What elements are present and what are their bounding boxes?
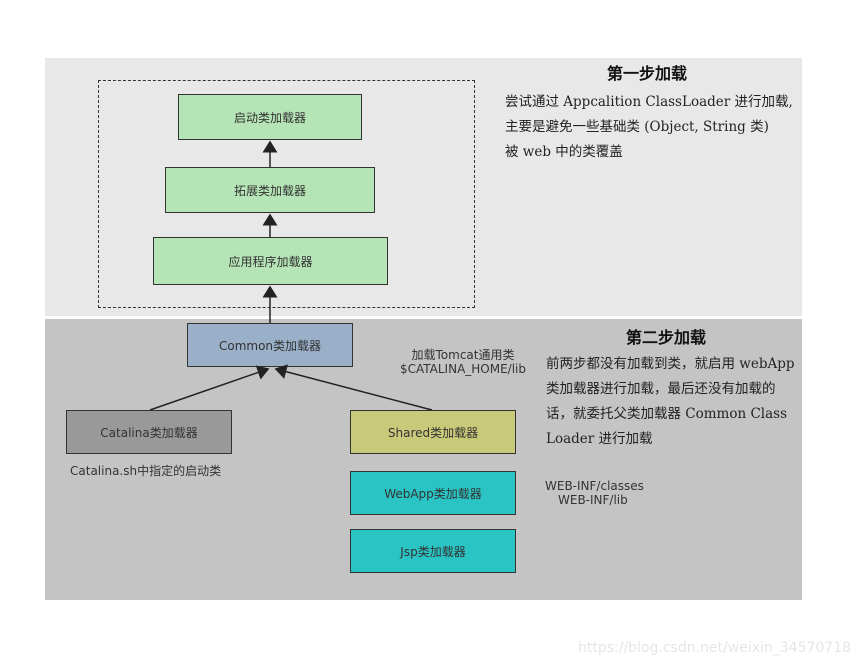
- step2-title: 第二步加载: [626, 328, 707, 347]
- common-note-line1: 加载Tomcat通用类: [411, 348, 515, 362]
- webapp-note-line1: WEB-INF/classes: [545, 479, 644, 493]
- webapp-note: WEB-INF/classes WEB-INF/lib: [545, 479, 644, 507]
- common-note: 加载Tomcat通用类 $CATALINA_HOME/lib: [393, 348, 533, 376]
- common-label: Common类加载器: [218, 338, 322, 353]
- webapp-note-line2: WEB-INF/lib: [558, 493, 628, 507]
- webapp-classloader-box: WebApp类加载器: [350, 471, 516, 515]
- catalina-label: Catalina类加载器: [100, 425, 198, 440]
- step2-line: Loader 进行加载: [546, 431, 653, 447]
- application-label: 应用程序加载器: [228, 254, 313, 269]
- common-classloader-box: Common类加载器: [187, 323, 353, 367]
- extension-label: 拓展类加载器: [233, 183, 306, 198]
- step1-line: 主要是避免一些基础类 (Object, String 类): [505, 119, 769, 135]
- step1-title: 第一步加载: [607, 64, 688, 83]
- bootstrap-label: 启动类加载器: [233, 110, 306, 125]
- step1-line: 被 web 中的类覆盖: [505, 144, 623, 160]
- parent-delegation-group: [98, 80, 475, 308]
- step2-line: 话，就委托父类加载器 Common Class: [546, 406, 788, 422]
- step1-line: 尝试通过 Appcalition ClassLoader 进行加载,: [505, 94, 793, 110]
- extension-classloader-box: 拓展类加载器: [165, 167, 375, 213]
- application-classloader-box: 应用程序加载器: [153, 237, 388, 285]
- catalina-classloader-box: Catalina类加载器: [66, 410, 232, 454]
- common-note-line2: $CATALINA_HOME/lib: [399, 362, 527, 376]
- catalina-note: Catalina.sh中指定的启动类: [70, 464, 222, 478]
- step2-line: 类加载器进行加载，最后还没有加载的: [546, 381, 776, 397]
- shared-classloader-box: Shared类加载器: [350, 410, 516, 454]
- webapp-label: WebApp类加载器: [384, 486, 482, 501]
- step2-line: 前两步都没有加载到类，就启用 webApp: [546, 356, 795, 372]
- bootstrap-classloader-box: 启动类加载器: [178, 94, 362, 140]
- jsp-classloader-box: Jsp类加载器: [350, 529, 516, 573]
- jsp-label: Jsp类加载器: [400, 544, 466, 559]
- step2-description: 前两步都没有加载到类，就启用 webApp 类加载器进行加载，最后还没有加载的 …: [546, 352, 795, 452]
- step1-description: 尝试通过 Appcalition ClassLoader 进行加载, 主要是避免…: [505, 90, 793, 165]
- shared-label: Shared类加载器: [387, 425, 479, 440]
- watermark: https://blog.csdn.net/weixin_34570718: [578, 640, 852, 656]
